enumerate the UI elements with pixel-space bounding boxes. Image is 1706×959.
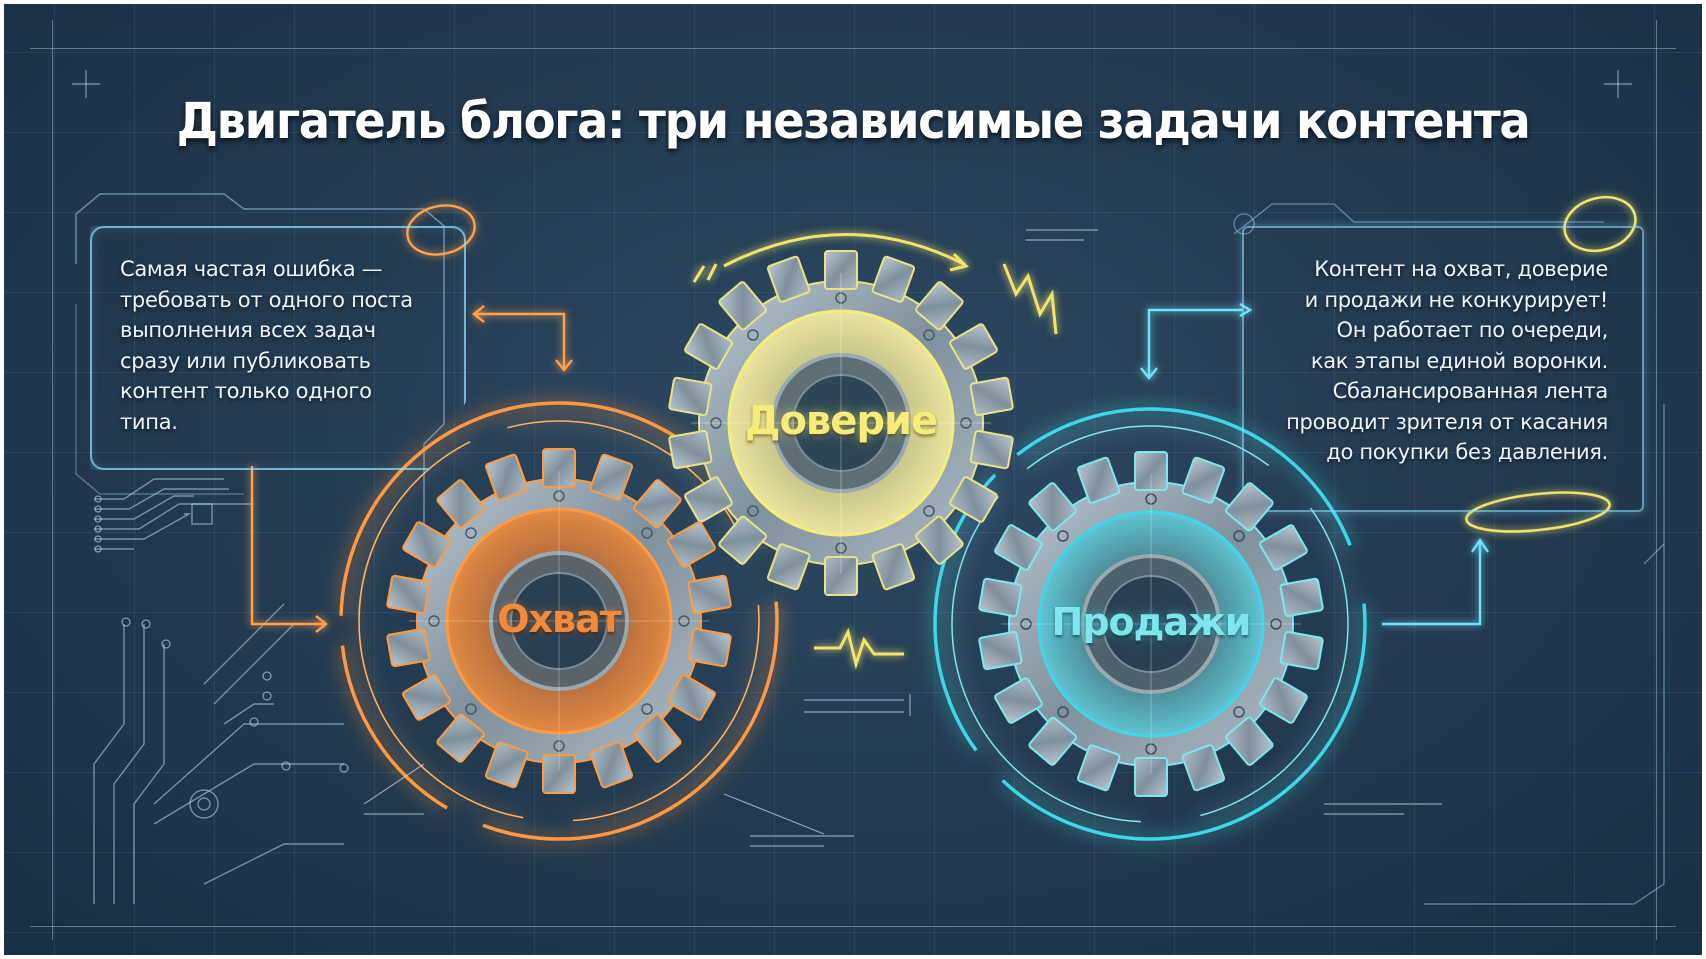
callout-right-line: Контент на охват, доверие	[1314, 257, 1608, 281]
infographic-canvas: Двигатель блога: три независимые задачи …	[4, 4, 1702, 955]
frame-line-top	[30, 48, 1676, 49]
callout-right-line: Он работает по очереди,	[1336, 318, 1609, 342]
callout-frame-left	[90, 226, 466, 470]
gear-trust: Доверие	[666, 248, 1016, 598]
frame-line-bottom	[30, 926, 1676, 927]
callout-right: Контент на охват, доверие и продажи не к…	[1236, 254, 1608, 468]
callout-right-line: и продажи не конкурирует!	[1304, 287, 1609, 312]
callout-left-line: требовать от одного поста	[120, 287, 413, 312]
callout-left-line: контент только одного	[120, 379, 372, 403]
gear-reach: Охват	[384, 446, 734, 796]
callout-left-line: сразу или публиковать	[120, 348, 371, 373]
callout-left-line: выполнения всех задач	[120, 318, 376, 342]
page-title: Двигатель блога: три независимые задачи …	[176, 92, 1531, 150]
callout-left-line: Самая частая ошибка —	[120, 257, 383, 281]
gear-sales-label: Продажи	[1051, 600, 1252, 644]
frame-line-left	[52, 20, 53, 940]
callout-frame-right	[1242, 226, 1644, 512]
callout-left-line: типа.	[120, 409, 178, 434]
frame-line-right	[1656, 20, 1657, 940]
decorative-blueprint-layer	[72, 70, 1665, 905]
gear-trust-label: Доверие	[744, 398, 938, 444]
gear-reach-label: Охват	[497, 597, 622, 641]
callout-right-line: Сбалансированная лента	[1332, 379, 1609, 403]
callout-right-line: как этапы единой воронки.	[1310, 348, 1608, 373]
callout-left: Самая частая ошибка — требовать от одног…	[120, 254, 450, 437]
callout-right-line: до покупки без давления.	[1326, 440, 1608, 464]
gear-icon	[668, 250, 1014, 596]
gear-icon	[386, 448, 732, 794]
gear-sales: Продажи	[976, 449, 1326, 799]
callout-right-line: проводит зрителя от касания	[1286, 409, 1608, 434]
gear-icon	[978, 451, 1324, 797]
